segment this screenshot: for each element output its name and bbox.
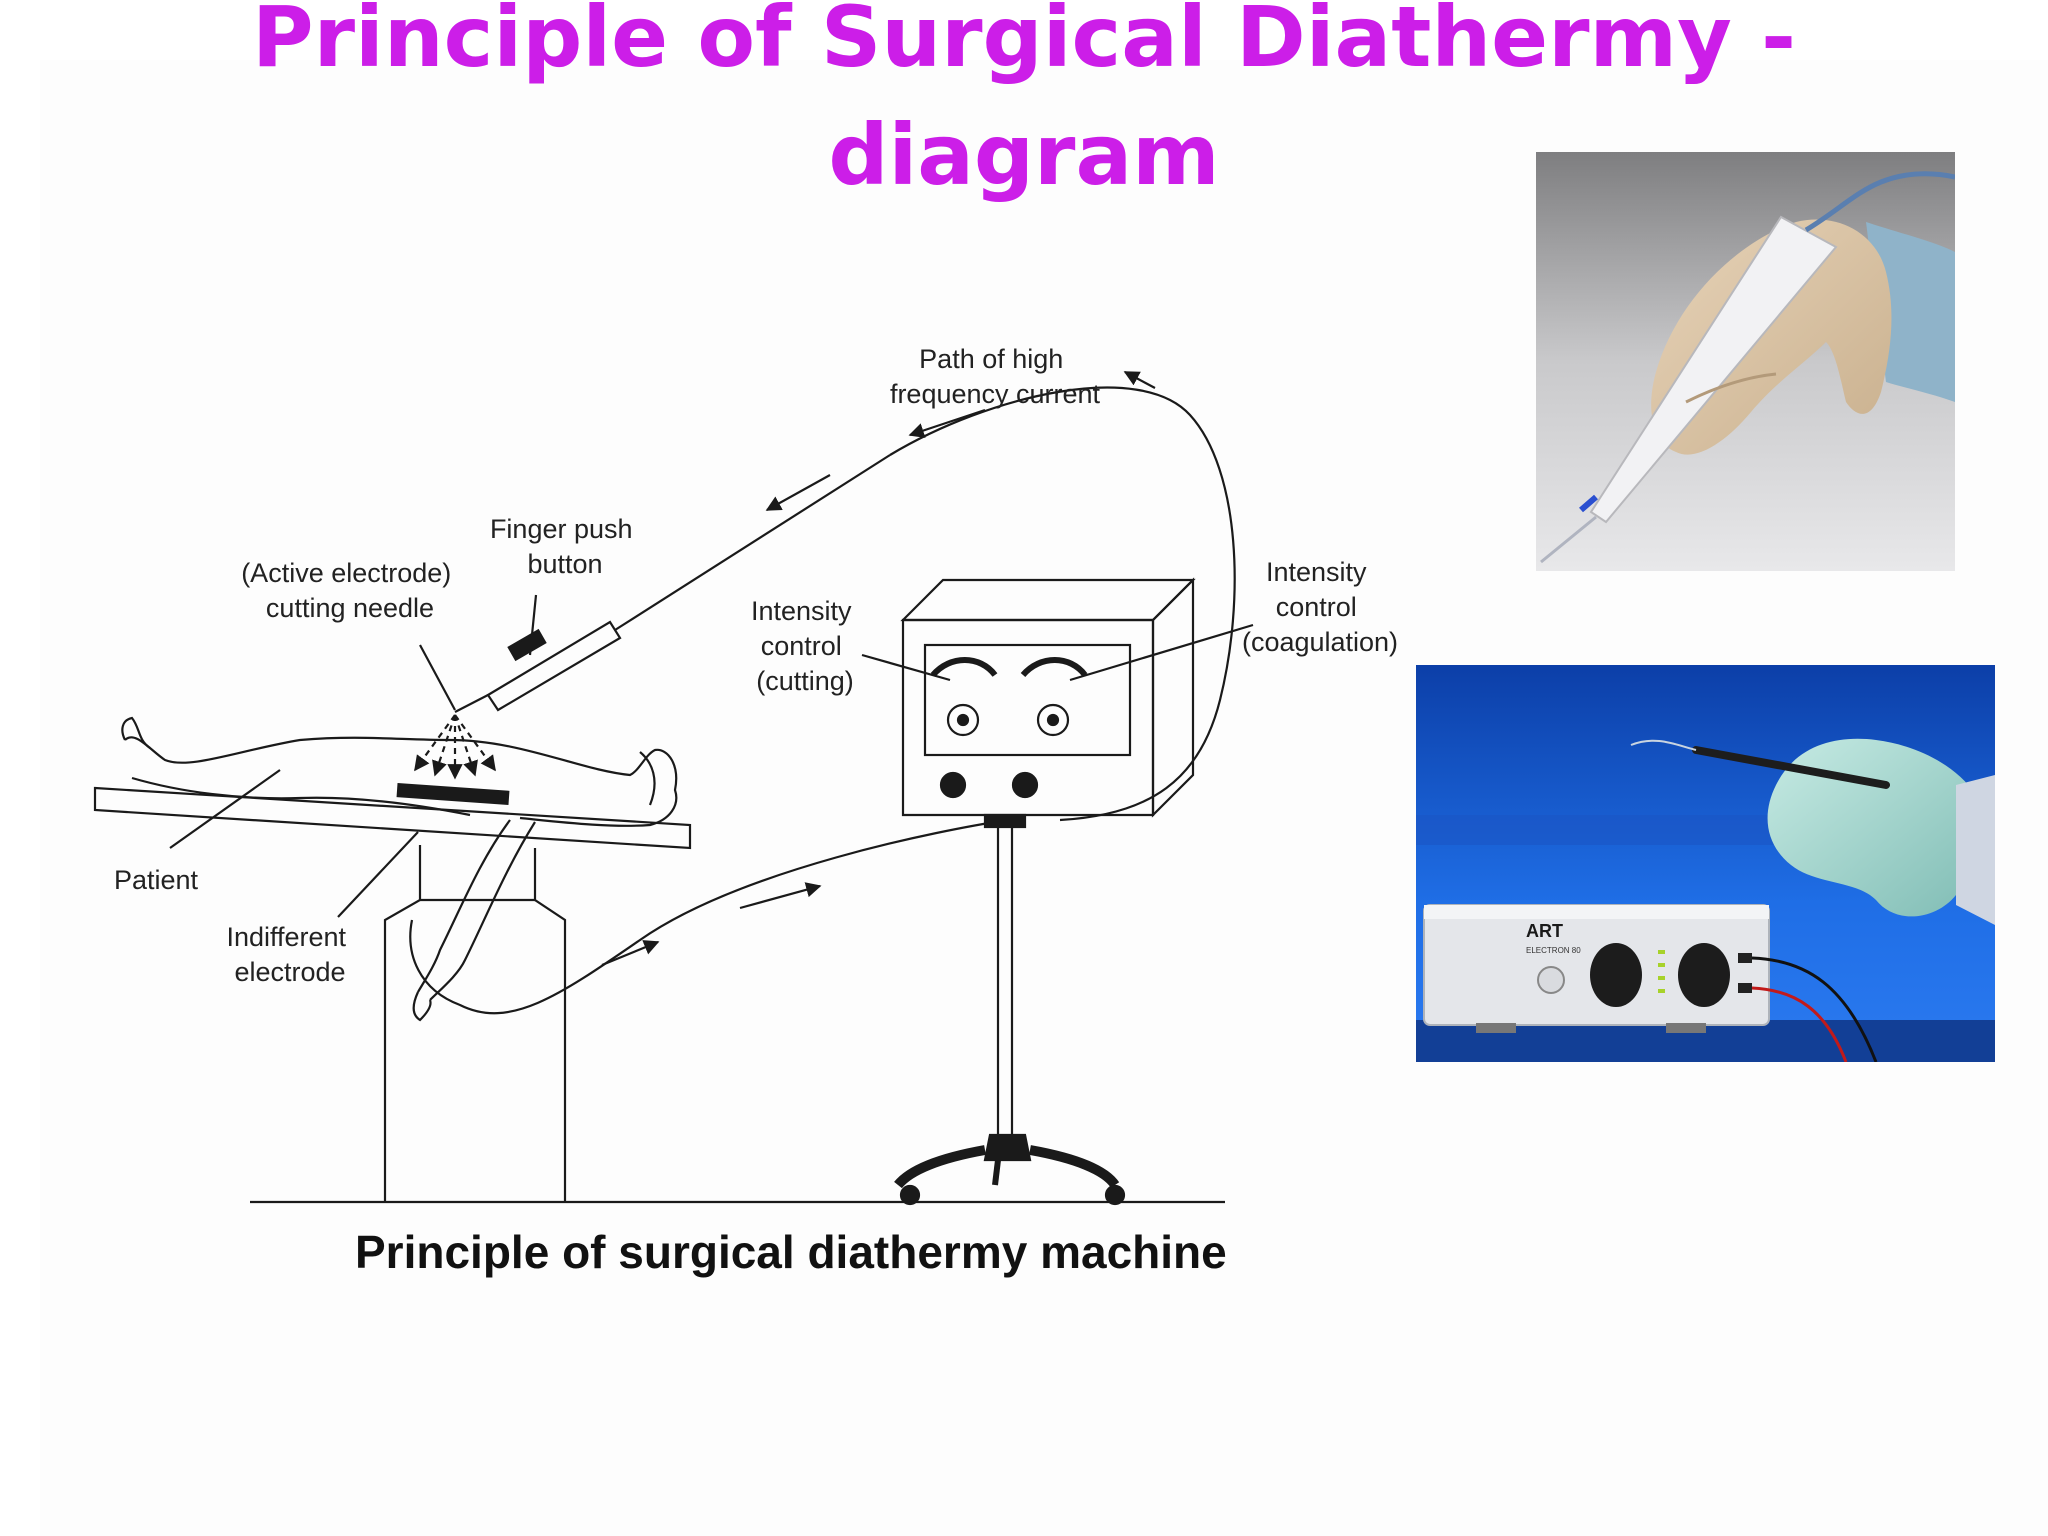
unit-brand: ART bbox=[1526, 921, 1563, 941]
label-intensity-coagulation: Intensity control (coagulation) bbox=[1242, 557, 1398, 657]
return-cable bbox=[409, 818, 1009, 1015]
indifferent-electrode-pad bbox=[396, 783, 510, 805]
label-intensity-cutting: Intensity control (cutting) bbox=[751, 596, 859, 696]
diagram-caption: Principle of surgical diathermy machine bbox=[355, 1226, 1227, 1278]
label-path: Path of high frequency current bbox=[890, 344, 1101, 409]
unit-model: ELECTRON 80 bbox=[1526, 946, 1581, 955]
active-electrode-handpiece bbox=[454, 454, 891, 713]
electrosurgical-pen-photo bbox=[1536, 152, 1955, 571]
current-path-cable bbox=[889, 386, 1236, 822]
operating-table bbox=[93, 786, 692, 1202]
current-dispersion-arrows bbox=[414, 714, 496, 780]
title-line-1: Principle of Surgical Diathermy - bbox=[252, 0, 1796, 86]
label-indifferent-electrode: Indifferent electrode bbox=[226, 922, 353, 987]
patient-figure bbox=[121, 716, 678, 1022]
title-line-2: diagram bbox=[828, 106, 1220, 204]
label-finger-push-button: Finger push button bbox=[490, 514, 640, 579]
slide-title: Principle of Surgical Diathermy - diagra… bbox=[0, 0, 2048, 214]
label-patient: Patient bbox=[114, 865, 199, 895]
diathermy-diagram: Path of high frequency current Finger pu… bbox=[40, 300, 1450, 1220]
diathermy-machine bbox=[894, 577, 1196, 1206]
label-active-electrode: (Active electrode) cutting needle bbox=[241, 558, 459, 623]
electrosurgical-unit-photo: ART ELECTRON 80 bbox=[1416, 665, 1995, 1062]
